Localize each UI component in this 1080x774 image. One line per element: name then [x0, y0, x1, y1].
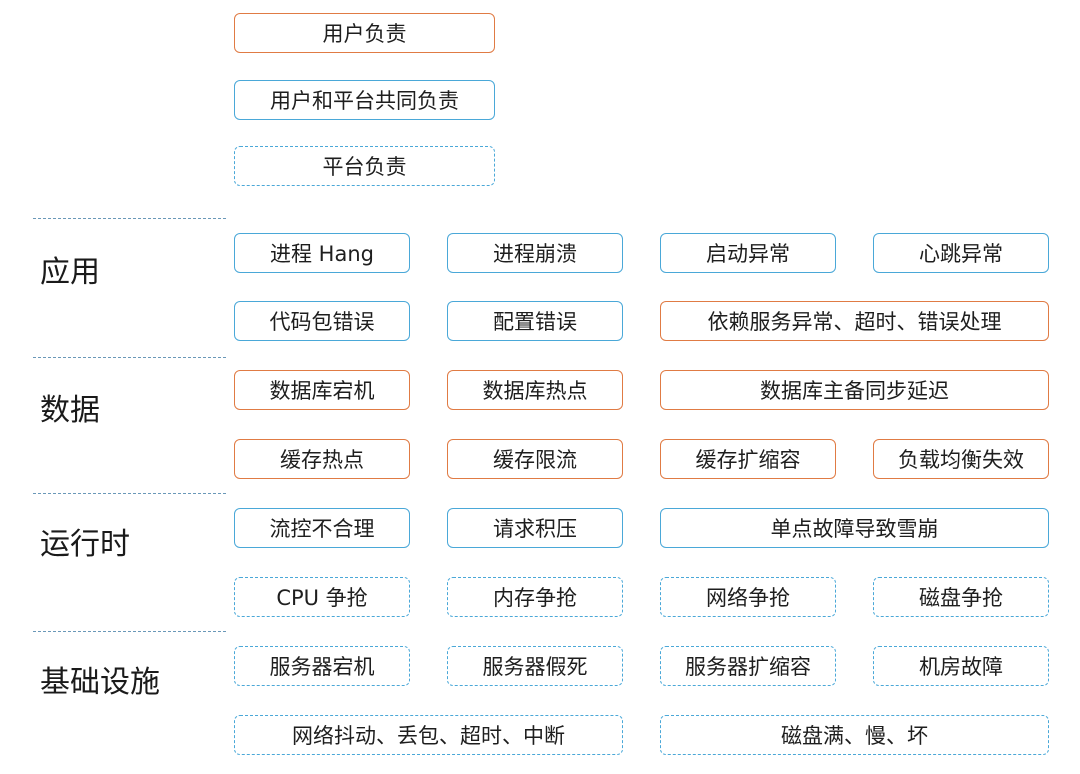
item-cpu-contention: CPU 争抢 [234, 577, 410, 617]
item-config-error: 配置错误 [447, 301, 623, 341]
item-db-replication-lag: 数据库主备同步延迟 [660, 370, 1049, 410]
legend-user-responsible: 用户负责 [234, 13, 495, 53]
separator-data [33, 357, 226, 358]
item-memory-contention: 内存争抢 [447, 577, 623, 617]
item-network-jitter: 网络抖动、丢包、超时、中断 [234, 715, 623, 755]
item-single-point-avalanche: 单点故障导致雪崩 [660, 508, 1049, 548]
item-cache-scaling: 缓存扩缩容 [660, 439, 836, 479]
legend-platform-responsible: 平台负责 [234, 146, 495, 186]
item-server-hang: 服务器假死 [447, 646, 623, 686]
item-process-crash: 进程崩溃 [447, 233, 623, 273]
item-network-contention: 网络争抢 [660, 577, 836, 617]
item-db-hotspot: 数据库热点 [447, 370, 623, 410]
separator-runtime [33, 493, 226, 494]
item-dependency-error: 依赖服务异常、超时、错误处理 [660, 301, 1049, 341]
item-startup-error: 启动异常 [660, 233, 836, 273]
category-infra-label: 基础设施 [40, 665, 160, 700]
item-request-backlog: 请求积压 [447, 508, 623, 548]
item-load-balancer-failure: 负载均衡失效 [873, 439, 1049, 479]
item-code-package-error: 代码包错误 [234, 301, 410, 341]
category-data-label: 数据 [40, 393, 100, 428]
legend-shared-responsible: 用户和平台共同负责 [234, 80, 495, 120]
item-db-down: 数据库宕机 [234, 370, 410, 410]
item-disk-issues: 磁盘满、慢、坏 [660, 715, 1049, 755]
item-cache-hotspot: 缓存热点 [234, 439, 410, 479]
separator-infra [33, 631, 226, 632]
category-runtime-label: 运行时 [40, 527, 130, 562]
item-heartbeat-error: 心跳异常 [873, 233, 1049, 273]
category-app-label: 应用 [40, 255, 100, 290]
item-flow-control: 流控不合理 [234, 508, 410, 548]
item-cache-throttle: 缓存限流 [447, 439, 623, 479]
separator-app [33, 218, 226, 219]
item-server-down: 服务器宕机 [234, 646, 410, 686]
item-datacenter-failure: 机房故障 [873, 646, 1049, 686]
item-disk-contention: 磁盘争抢 [873, 577, 1049, 617]
item-process-hang: 进程 Hang [234, 233, 410, 273]
item-server-scaling: 服务器扩缩容 [660, 646, 836, 686]
